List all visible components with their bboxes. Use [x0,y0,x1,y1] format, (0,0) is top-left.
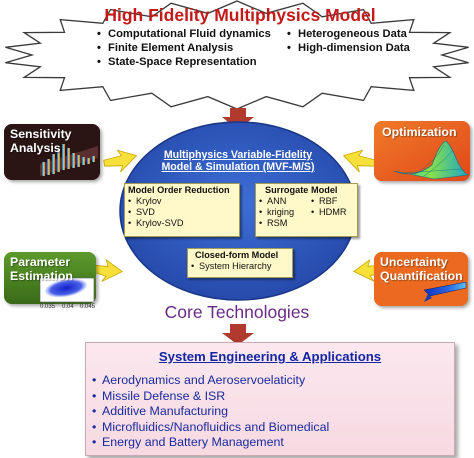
surrogate-items-left: •ANN •kriging •RSM [259,196,294,229]
optimization-box: Optimization [374,121,470,181]
tick-label: 0.04 [62,304,74,310]
sensitivity-label-line: Sensitivity [10,127,72,141]
closed-form-item: •System Hierarchy [191,261,272,271]
tick-label: 0.035 [40,304,56,310]
sensitivity-label-line: Analysis [10,141,61,155]
mor-item: •Krylov-SVD [128,218,184,228]
surrogate-items-right: •RBF •HDMR [311,196,347,218]
uncertainty-wing-image [374,252,468,306]
parameter-scatter-image [4,252,96,304]
application-item: •Microfluidics/Nanofluidics and Biomedic… [92,419,330,434]
arrow-down-bottom [222,324,254,345]
sensitivity-label: Sensitivity Analysis [10,127,72,155]
application-item: •Energy and Battery Management [92,435,284,450]
parameter-box: Parameter Estimation [4,252,96,304]
mor-item: •SVD [128,207,155,217]
model-items-right: •Heterogeneous Data •High-dimension Data [287,27,410,55]
optimization-label: Optimization [382,125,457,139]
arrow-to-sensitivity [103,149,138,173]
uncertainty-label: Uncertainty Quantification [380,255,463,283]
model-item: •State-Space Representation [97,56,257,68]
arrow-down-top [222,108,254,130]
sensitivity-box: Sensitivity Analysis [4,124,100,180]
parameter-label: Parameter Estimation [10,255,73,283]
application-item: •Additive Manufacturing [92,404,229,419]
surrogate-item: •ANN [259,196,287,206]
model-item: •Finite Element Analysis [97,42,234,54]
mor-item: •Krylov [128,196,162,206]
model-item: •Computational Fluid dynamics [97,28,271,40]
surrogate-item: •HDMR [311,207,347,217]
core-technologies-label: Core Technologies [164,302,310,322]
applications-title: System Engineering & Applications [158,349,382,364]
surrogate-heading: Surrogate Model [265,185,338,195]
model-item: •Heterogeneous Data [287,28,407,40]
surrogate-item: •kriging [259,207,295,217]
surrogate-panel: Surrogate Model •ANN •kriging •RSM •RBF … [255,183,358,237]
surrogate-item: •RBF [311,196,338,206]
applications-box: System Engineering & Applications •Aerod… [85,342,455,456]
application-item: •Aerodynamics and Aeroservoelaticity [92,373,306,387]
model-items-left: •Computational Fluid dynamics •Finite El… [97,27,271,69]
surrogate-item: •RSM [259,218,288,228]
uncertainty-box: Uncertainty Quantification [374,252,468,306]
closed-form-heading: Closed-form Model [195,250,279,260]
model-title: High Fidelity Multiphysics Model [104,5,376,25]
mvf-title: Multiphysics Variable-Fidelity Model & S… [161,149,315,173]
optimization-surface-image [374,121,470,181]
mor-panel: Model Order Reduction •Krylov •SVD •Kryl… [124,183,240,237]
application-item: •Missile Defense & ISR [92,388,226,403]
closed-form-panel: Closed-form Model •System Hierarchy [187,248,293,278]
mor-heading: Model Order Reduction [128,185,230,195]
sensitivity-3d-bars-image [4,124,100,180]
tick-label: 0.045 [80,304,96,310]
model-item: •High-dimension Data [287,42,410,54]
applications-list: •Aerodynamics and Aeroservoelaticity •Mi… [92,373,329,451]
